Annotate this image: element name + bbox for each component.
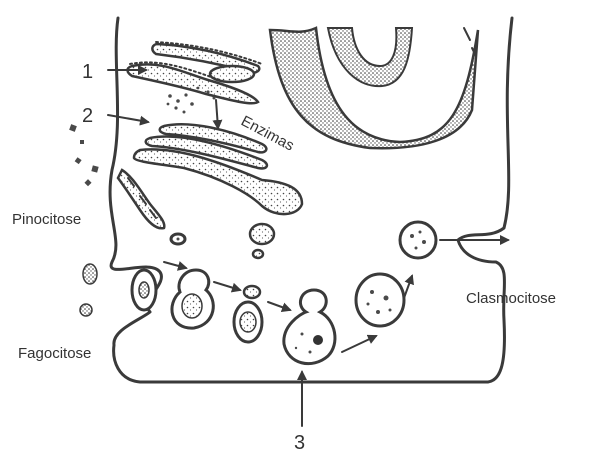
phagosome-2	[170, 268, 215, 330]
nuclear-envelope-edge	[463, 27, 477, 57]
label-clasmocitose: Clasmocitose	[466, 290, 556, 307]
phagocytosed-particles	[79, 263, 98, 317]
primary-lysosome	[248, 222, 276, 260]
phagolysosome-1	[232, 284, 264, 344]
phagosome-1	[130, 268, 158, 312]
cell-membrane	[108, 16, 514, 384]
pinocytic-vesicle	[169, 232, 187, 246]
exocytic-vesicle	[398, 220, 438, 260]
nucleus	[268, 26, 480, 150]
extracellular-particles	[69, 124, 99, 187]
rough-endoplasmic-reticulum	[126, 41, 263, 105]
phagolysosome-2	[282, 288, 337, 366]
enzyme-granules	[166, 86, 216, 114]
pinocytosis-channel	[116, 168, 166, 230]
golgi-apparatus	[132, 122, 304, 216]
label-fagocitose: Fagocitose	[18, 345, 91, 362]
label-1: 1	[82, 61, 93, 83]
label-2: 2	[82, 105, 93, 127]
label-3: 3	[294, 432, 305, 454]
pathway-arrows	[107, 65, 510, 427]
label-pinocitose: Pinocitose	[12, 211, 81, 228]
residual-body	[354, 272, 406, 328]
